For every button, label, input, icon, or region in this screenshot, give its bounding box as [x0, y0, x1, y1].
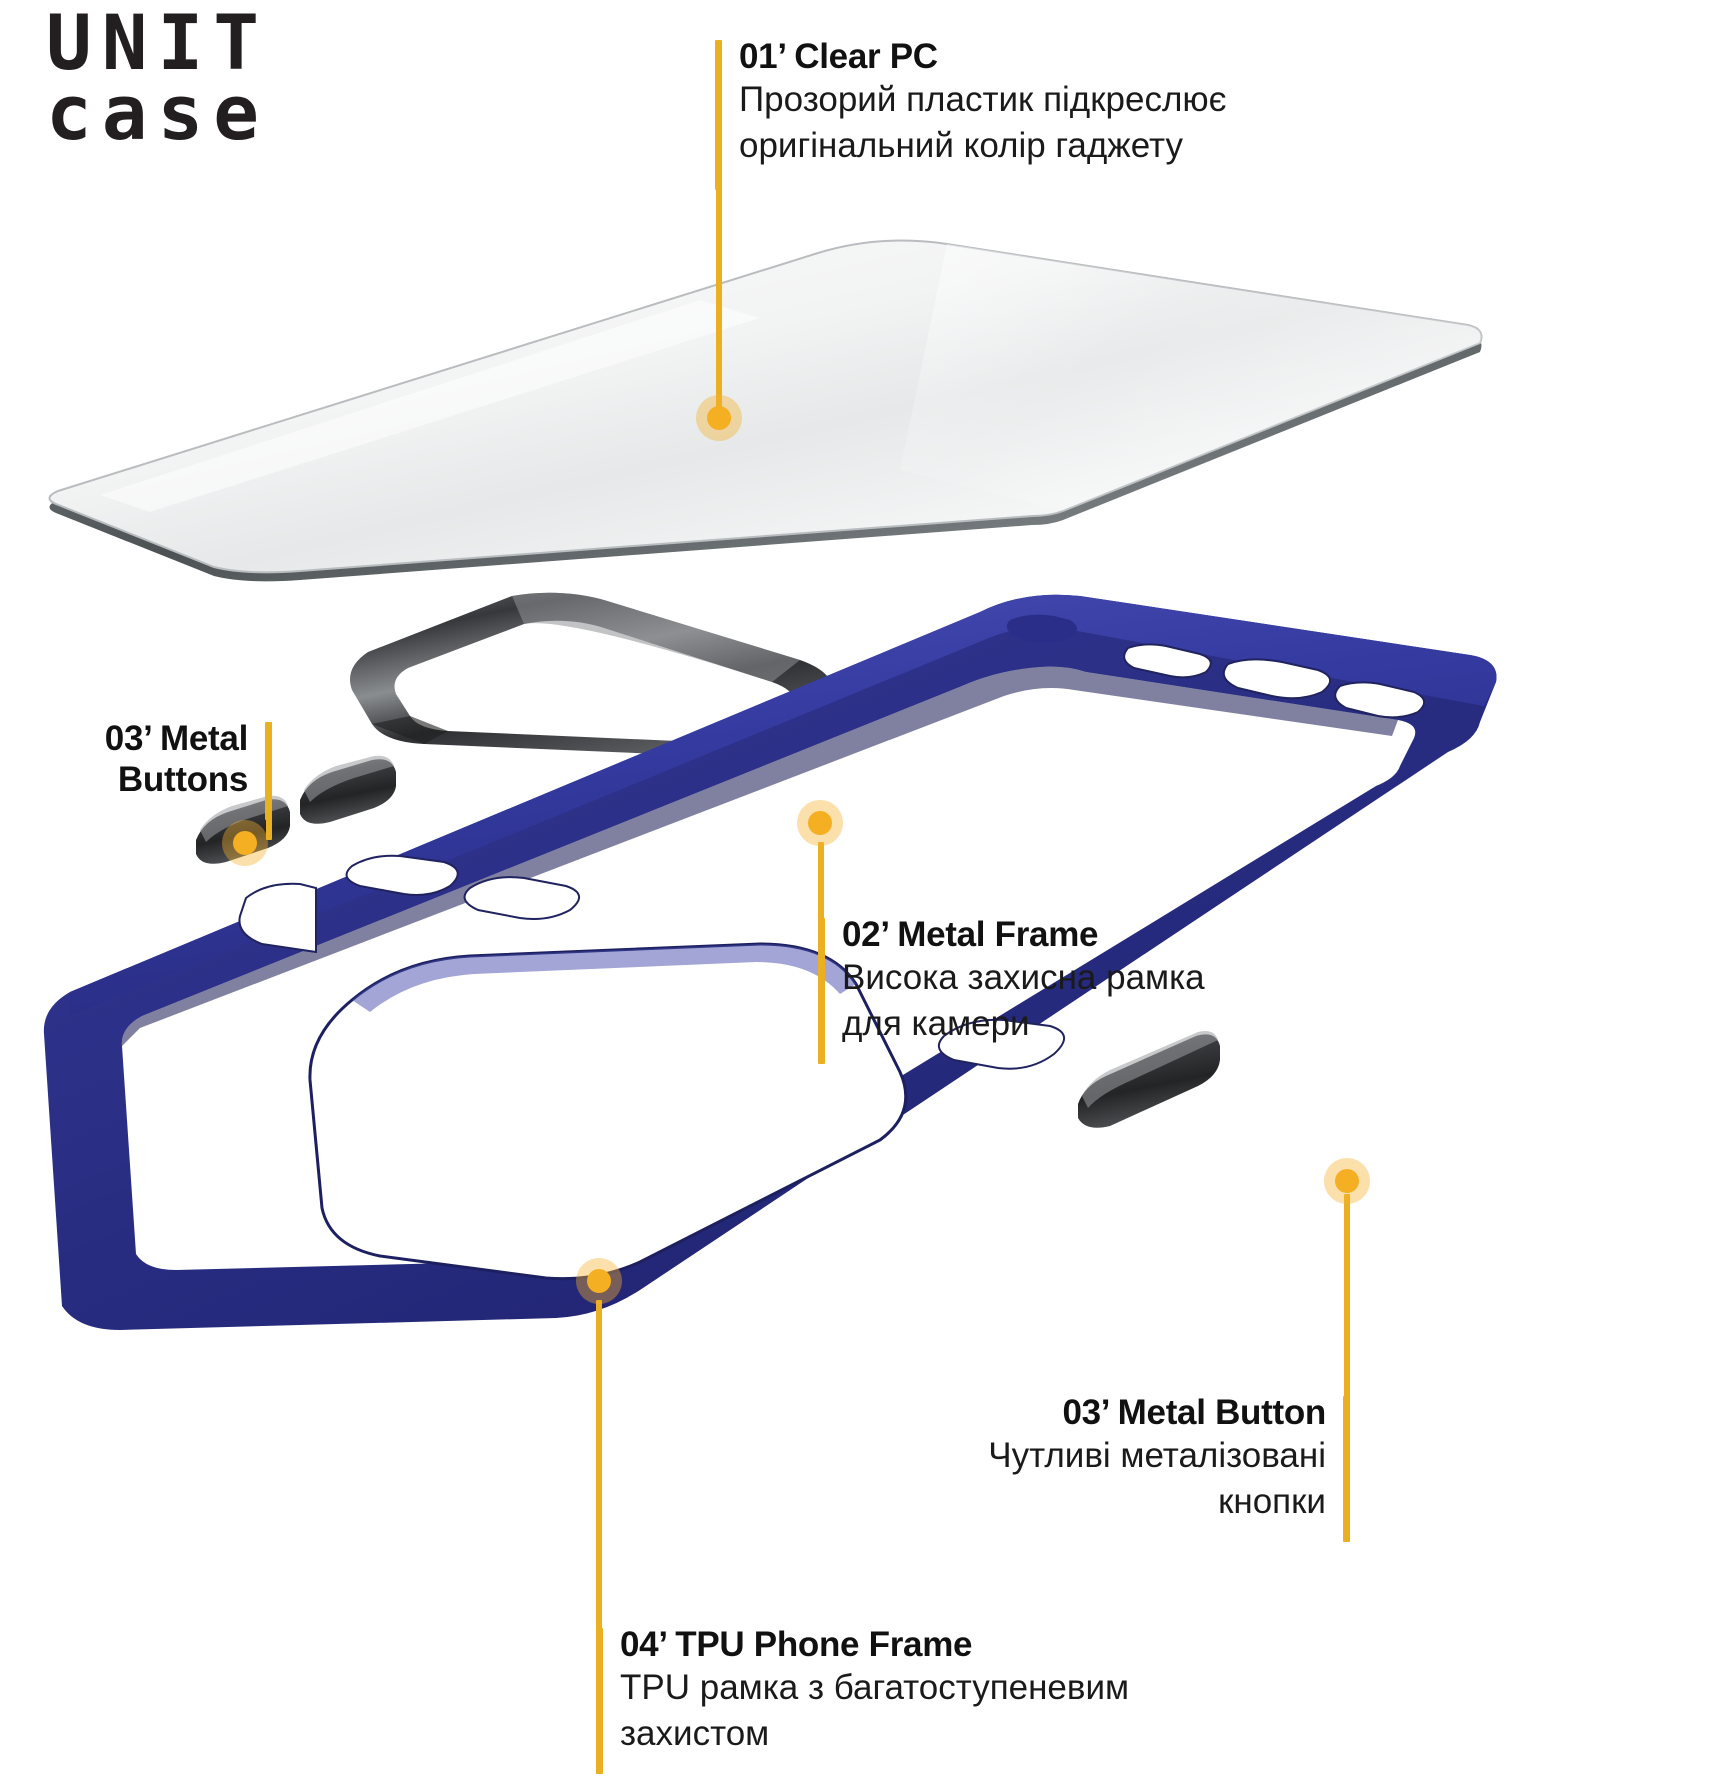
callout-desc-line-1: Висока захисна рамка — [842, 958, 1205, 998]
leader-line-metal-frame — [818, 842, 824, 920]
leader-line-clear-pc — [716, 186, 722, 418]
callout-desc-line-2: кнопки — [1218, 1481, 1326, 1521]
clear-pc-plate — [48, 239, 1483, 582]
callout-metal-button: 03’ Metal Button Чутливі металізовані кн… — [790, 1392, 1350, 1542]
metal-button-volume-down — [300, 755, 396, 824]
marker-dot-metal-buttons — [222, 820, 268, 866]
callout-desc-line-2: захистом — [620, 1713, 770, 1753]
callout-title-line-2: Buttons — [117, 760, 248, 800]
callout-desc-line-1: TPU рамка з багатоступеневим — [620, 1668, 1130, 1708]
callout-desc-line-1: Чутливі металізовані — [988, 1436, 1326, 1476]
leader-line-metal-button — [1344, 1194, 1350, 1398]
leader-line-metal-buttons — [266, 722, 272, 840]
marker-dot-metal-button — [1324, 1158, 1370, 1204]
marker-dot-clear-pc — [696, 395, 742, 441]
logo-text-case: CASE — [46, 67, 270, 157]
callout-title: 03’ Metal Button — [1062, 1393, 1326, 1432]
callout-accent-bar — [1343, 1396, 1350, 1542]
callout-title: 04’ TPU Phone Frame — [620, 1625, 973, 1664]
callout-accent-bar — [818, 918, 825, 1064]
callout-metal-frame: 02’ Metal Frame Висока захисна рамка для… — [818, 914, 1358, 1064]
callout-title-line-1: 03’ Metal — [104, 719, 249, 758]
brand-logo: UNIT CASE — [46, 0, 376, 168]
logo-text-unit: UNIT — [46, 0, 270, 87]
callout-clear-pc: 01’ Clear PC Прозорий пластик підкреслює… — [715, 36, 1355, 190]
marker-dot-metal-frame — [797, 800, 843, 846]
marker-dot-tpu-phone-frame — [576, 1258, 622, 1304]
callout-tpu-phone-frame: 04’ TPU Phone Frame TPU рамка з багатост… — [596, 1624, 1316, 1774]
leader-line-tpu-phone-frame — [596, 1300, 602, 1630]
callout-desc-line-2: оригінальний колір гаджету — [739, 125, 1183, 165]
callout-desc-line-2: для камери — [842, 1003, 1030, 1043]
callout-title: 01’ Clear PC — [739, 37, 938, 76]
callout-metal-buttons: 03’ Metal Buttons — [10, 718, 272, 820]
callout-desc-line-1: Прозорий пластик підкреслює — [739, 80, 1227, 120]
callout-accent-bar — [715, 40, 722, 190]
callout-title: 02’ Metal Frame — [842, 915, 1099, 954]
callout-accent-bar — [596, 1628, 603, 1774]
metal-camera-frame — [350, 592, 834, 757]
